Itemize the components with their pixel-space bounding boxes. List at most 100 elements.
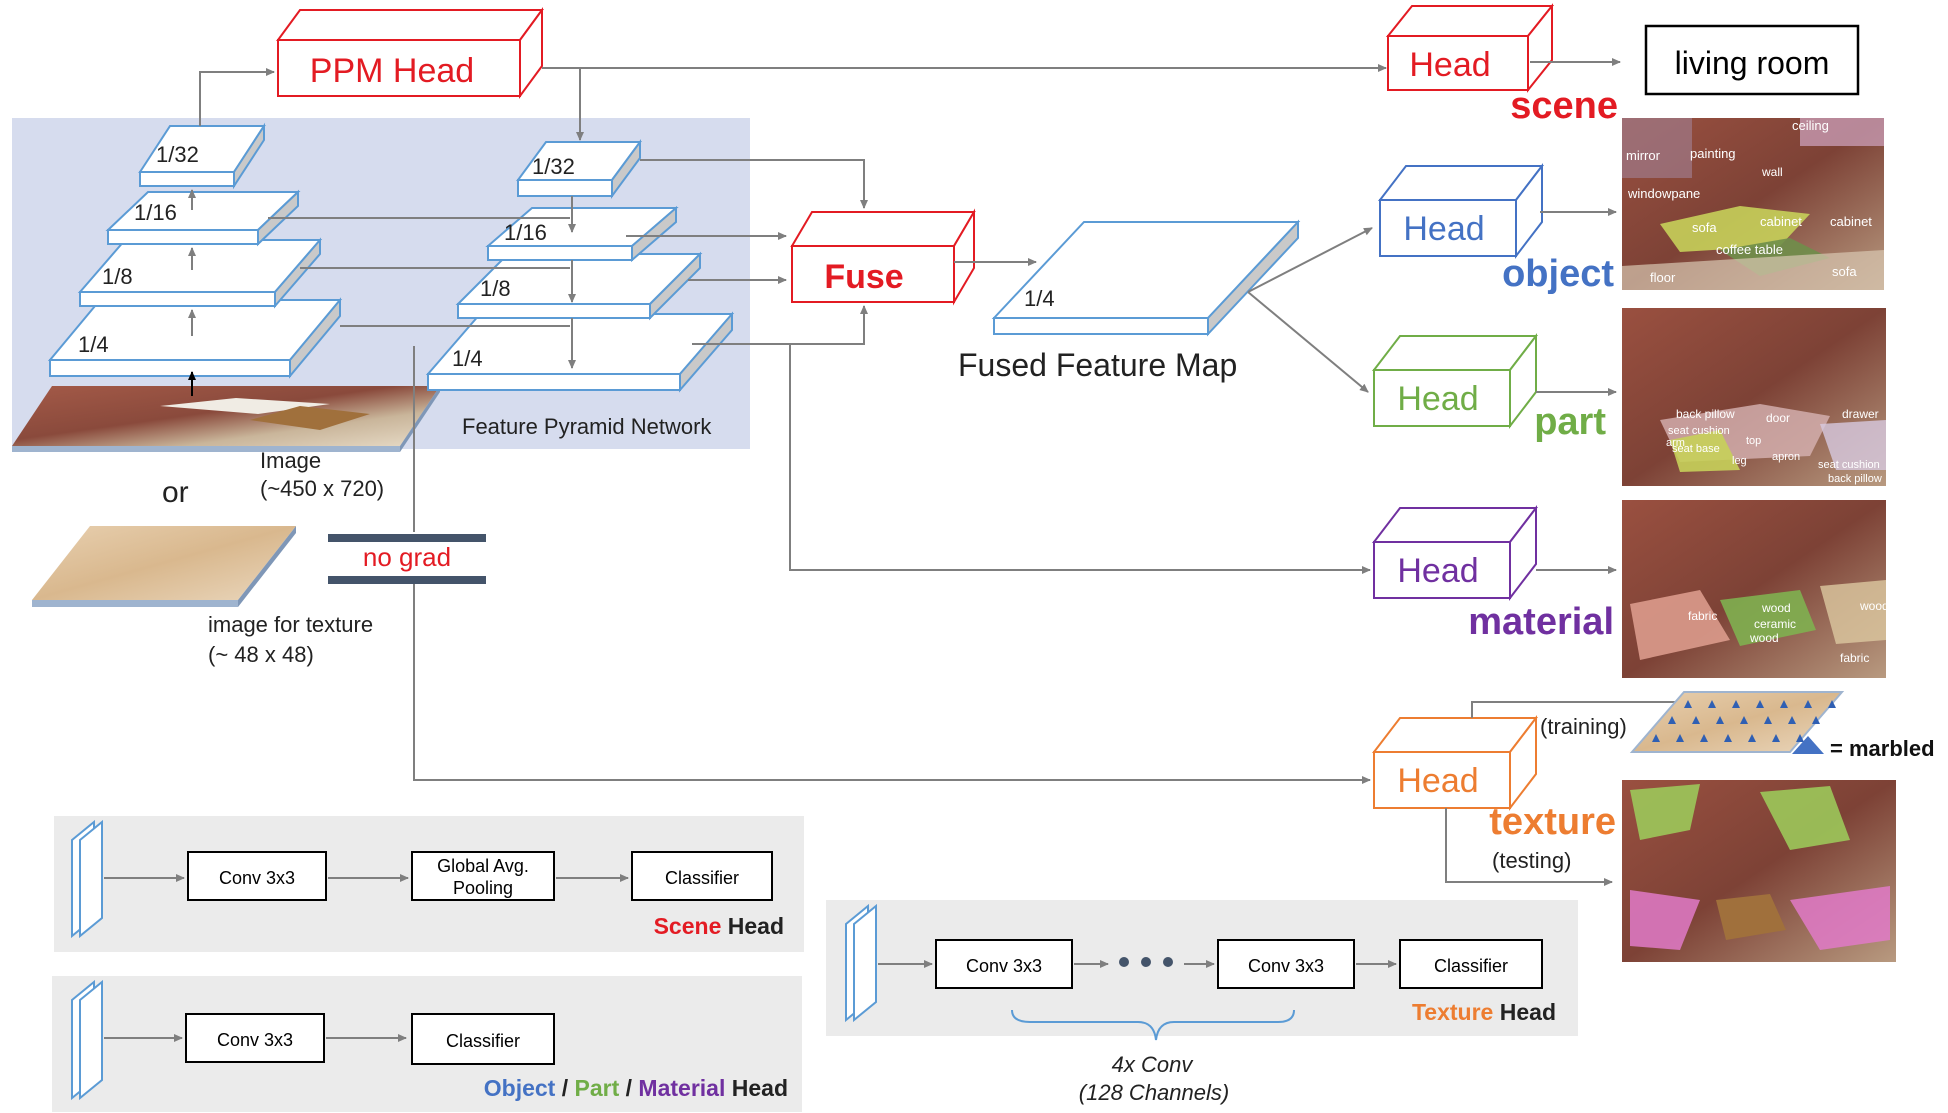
fpn-level-1-4: 1/4 (425, 311, 735, 393)
texture-head-title: Texture Head (1412, 999, 1556, 1025)
part-label-0: back pillow (1676, 407, 1735, 421)
part-label-3: seat cushion (1668, 425, 1730, 437)
marbled-marker-icon (1684, 700, 1692, 708)
object-label-4: windowpane (1627, 186, 1700, 201)
material-label-3: wood (1749, 631, 1779, 645)
part-label-10: back pillow (1828, 473, 1882, 485)
marbled-marker-icon (1668, 716, 1676, 724)
fused-feature-map: 1/4 (991, 219, 1301, 337)
omp-head-detail: Conv 3x3 Classifier Object / Part / Mate… (52, 976, 802, 1112)
backbone-level-1-8: 1/8 (77, 237, 323, 309)
object-label-6: cabinet (1760, 214, 1802, 229)
omp-conv-label: Conv 3x3 (217, 1030, 293, 1050)
no-grad-label: no grad (363, 542, 451, 572)
svg-text:1/4: 1/4 (452, 346, 483, 371)
material-label-1: wood (1761, 601, 1791, 615)
fuse-label: Fuse (824, 258, 903, 296)
fpn-level-1-32: 1/32 (516, 138, 642, 200)
part-label-9: seat cushion (1818, 459, 1880, 471)
marbled-legend-label: = marbled (1830, 736, 1935, 761)
fpn-label: Feature Pyramid Network (462, 414, 712, 439)
or-label: or (162, 476, 189, 509)
input-image (12, 386, 440, 452)
texture-training-patch (1629, 691, 1845, 753)
part-label-6: seat base (1672, 443, 1720, 455)
backbone-level-1-32: 1/32 (138, 122, 266, 190)
object-label-3: wall (1761, 165, 1783, 179)
marbled-marker-icon (1812, 716, 1820, 724)
material-head: Head (1371, 505, 1539, 601)
svg-text:1/32: 1/32 (156, 142, 199, 167)
object-label-2: ceiling (1792, 118, 1829, 133)
material-label-4: wood (1859, 599, 1889, 613)
part-head: Head (1371, 333, 1539, 429)
object-label-7: cabinet (1830, 214, 1872, 229)
marbled-marker-icon (1756, 700, 1764, 708)
marbled-marker-icon (1780, 700, 1788, 708)
material-label-2: ceramic (1754, 617, 1796, 631)
texture-image-size: (~ 48 x 48) (208, 642, 314, 667)
marbled-marker-icon (1676, 734, 1684, 742)
svg-text:1/16: 1/16 (504, 220, 547, 245)
svg-text:1/32: 1/32 (532, 154, 575, 179)
part-label-7: leg (1732, 455, 1747, 467)
ppm-head: PPM Head (276, 6, 544, 100)
object-label-10: sofa (1832, 264, 1857, 279)
material-label-0: fabric (1688, 609, 1717, 623)
material-head-label: Head (1397, 552, 1478, 590)
part-head-label: Head (1397, 380, 1478, 418)
scene-task-label: scene (1510, 85, 1618, 127)
no-grad-block: no grad (328, 534, 486, 584)
scene-pool-label-1: Global Avg. (437, 856, 529, 876)
texture-image (32, 526, 296, 607)
scene-head-label: Head (1409, 46, 1490, 84)
backbone-pyramid: 1/4 1/8 1/16 1/32 (47, 122, 343, 379)
marbled-marker-icon (1724, 734, 1732, 742)
svg-text:1/8: 1/8 (480, 276, 511, 301)
texture-head: Head (1371, 715, 1539, 811)
marbled-legend-icon (1792, 736, 1824, 754)
object-label-0: mirror (1626, 148, 1661, 163)
marbled-marker-icon (1772, 734, 1780, 742)
texture-output-image (1622, 780, 1896, 962)
fpn-pyramid: 1/4 1/8 1/16 1/32 (425, 138, 735, 393)
object-label-5: sofa (1692, 220, 1717, 235)
marbled-marker-icon (1740, 716, 1748, 724)
svg-text:1/16: 1/16 (134, 200, 177, 225)
object-label-8: coffee table (1716, 242, 1783, 257)
fused-scale-label: 1/4 (1024, 286, 1055, 311)
marbled-marker-icon (1700, 734, 1708, 742)
texture-head-label: Head (1397, 762, 1478, 800)
brace-label-2: (128 Channels) (1079, 1080, 1229, 1105)
part-label-2: drawer (1842, 407, 1879, 421)
scene-output-box (1644, 24, 1860, 96)
texture-task-label: texture (1489, 801, 1616, 843)
scene-pool-label-2: Pooling (453, 878, 513, 898)
brace-label-1: 4x Conv (1112, 1052, 1195, 1077)
conv-brace (1011, 1009, 1295, 1041)
marbled-marker-icon (1828, 700, 1836, 708)
part-task-label: part (1534, 401, 1606, 443)
marbled-marker-icon (1788, 716, 1796, 724)
texture-image-label: image for texture (208, 612, 373, 637)
scene-head-detail: Conv 3x3 Global Avg. Pooling Classifier … (54, 816, 804, 952)
scene-head: Head (1385, 3, 1555, 93)
fuse-block: Fuse (790, 208, 976, 306)
image-size: (~450 x 720) (260, 476, 384, 501)
marbled-marker-icon (1732, 700, 1740, 708)
marbled-marker-icon (1708, 700, 1716, 708)
texture-conv1-label: Conv 3x3 (966, 956, 1042, 976)
marbled-marker-icon (1692, 716, 1700, 724)
object-head-label: Head (1403, 210, 1484, 248)
omp-classifier-label: Classifier (446, 1031, 520, 1051)
backbone-level-1-4: 1/4 (47, 297, 343, 379)
ppm-head-label: PPM Head (310, 52, 474, 90)
object-task-label: object (1502, 253, 1614, 295)
scene-classifier-label: Classifier (665, 868, 739, 888)
object-head: Head (1377, 163, 1545, 259)
scene-output-label: living room (1675, 45, 1830, 81)
part-label-4: arm (1666, 437, 1685, 449)
marbled-marker-icon (1764, 716, 1772, 724)
texture-head-detail: Conv 3x3 Conv 3x3 Classifier Texture Hea… (826, 900, 1578, 1036)
